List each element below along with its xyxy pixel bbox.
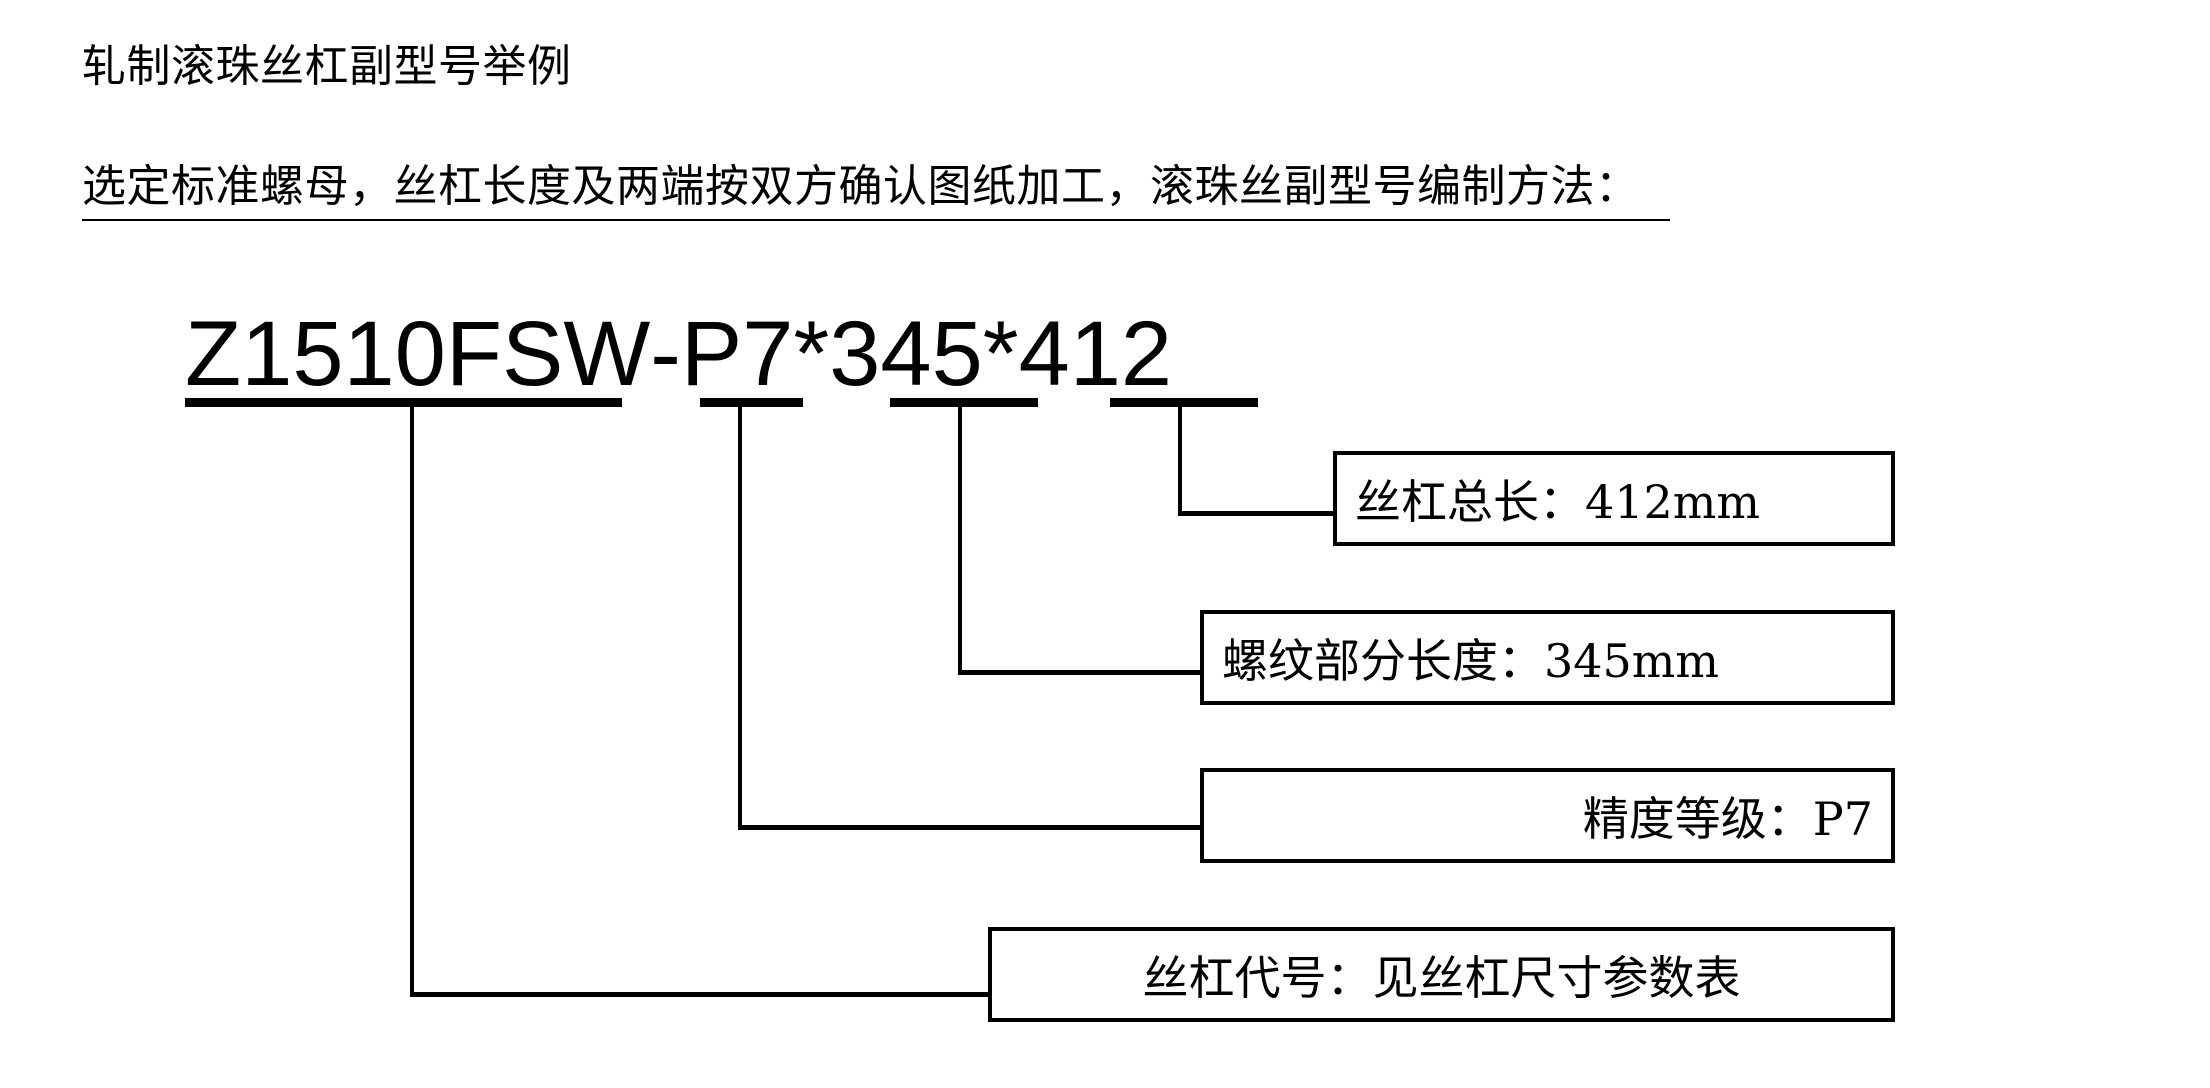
leader-vertical-thread-length	[958, 404, 962, 674]
code-segment-accuracy-grade: P7	[680, 303, 794, 405]
callout-accuracy-grade: 精度等级：P7	[1200, 768, 1895, 863]
model-code-string: Z1510FSW - P7 * 345 * 412	[185, 300, 1172, 400]
underline-total-length	[1110, 398, 1258, 407]
callout-total-length-label: 丝杠总长：412mm	[1355, 474, 1761, 529]
underline-thread-length	[890, 398, 1038, 407]
callout-thread-length-label: 螺纹部分长度：345mm	[1222, 633, 1720, 688]
underline-screw-code	[185, 398, 622, 407]
code-separator-star-2: *	[982, 303, 1019, 405]
callout-screw-code: 丝杠代号：见丝杠尺寸参数表	[988, 927, 1895, 1022]
leader-vertical-accuracy-grade	[738, 404, 742, 829]
underline-accuracy-grade	[700, 398, 803, 407]
leader-horizontal-thread-length	[958, 670, 1204, 675]
leader-vertical-screw-code	[410, 404, 414, 996]
leader-horizontal-accuracy-grade	[738, 825, 1204, 830]
code-separator-dash: -	[650, 303, 681, 405]
callout-accuracy-grade-label: 精度等级：P7	[1582, 791, 1873, 846]
code-separator-star-1: *	[793, 303, 830, 405]
page-title: 轧制滚珠丝杠副型号举例	[82, 41, 572, 92]
callout-screw-code-label: 丝杠代号：见丝杠尺寸参数表	[1142, 950, 1741, 1005]
callout-total-length: 丝杠总长：412mm	[1333, 451, 1895, 546]
leader-vertical-total-length	[1178, 404, 1182, 515]
code-segment-thread-length: 345	[829, 303, 983, 405]
callout-thread-length: 螺纹部分长度：345mm	[1200, 610, 1895, 705]
page-subtitle: 选定标准螺母，丝杠长度及两端按双方确认图纸加工，滚珠丝副型号编制方法：	[82, 150, 1670, 221]
leader-horizontal-screw-code	[410, 992, 992, 997]
leader-horizontal-total-length	[1178, 511, 1337, 516]
code-segment-screw-code: Z1510FSW	[185, 303, 651, 405]
code-segment-total-length: 412	[1018, 303, 1173, 405]
